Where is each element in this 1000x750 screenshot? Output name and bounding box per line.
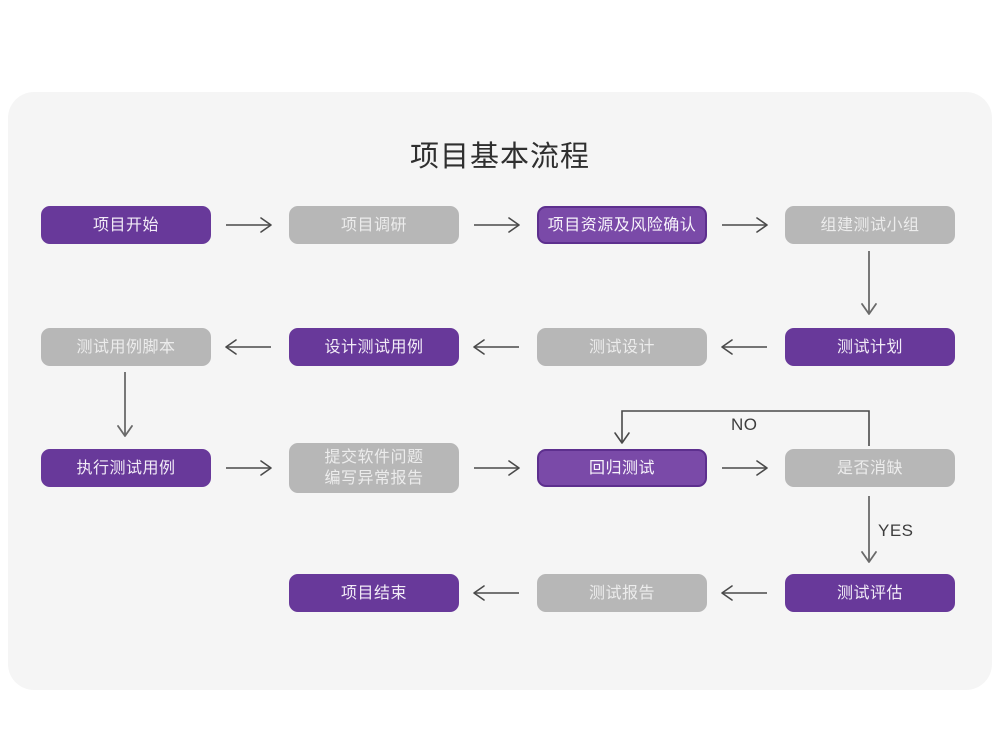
edge-label-no: NO [731,415,758,434]
node-project-start[interactable]: 项目开始 [41,206,211,244]
node-defect-cleared[interactable]: 是否消缺 [785,449,955,487]
node-test-plan[interactable]: 测试计划 [785,328,955,366]
node-design-test-case[interactable]: 设计测试用例 [289,328,459,366]
node-form-test-team[interactable]: 组建测试小组 [785,206,955,244]
node-regression-test[interactable]: 回归测试 [537,449,707,487]
node-project-research[interactable]: 项目调研 [289,206,459,244]
node-execute-test-case[interactable]: 执行测试用例 [41,449,211,487]
node-resource-risk-confirm[interactable]: 项目资源及风险确认 [537,206,707,244]
node-test-design[interactable]: 测试设计 [537,328,707,366]
page-title: 项目基本流程 [409,141,590,173]
node-test-case-script[interactable]: 测试用例脚本 [41,328,211,366]
node-test-evaluation[interactable]: 测试评估 [785,574,955,612]
node-project-end[interactable]: 项目结束 [289,574,459,612]
edge-label-yes: YES [878,521,914,540]
node-submit-issue-report[interactable]: 提交软件问题 编写异常报告 [289,443,459,493]
node-test-report[interactable]: 测试报告 [537,574,707,612]
